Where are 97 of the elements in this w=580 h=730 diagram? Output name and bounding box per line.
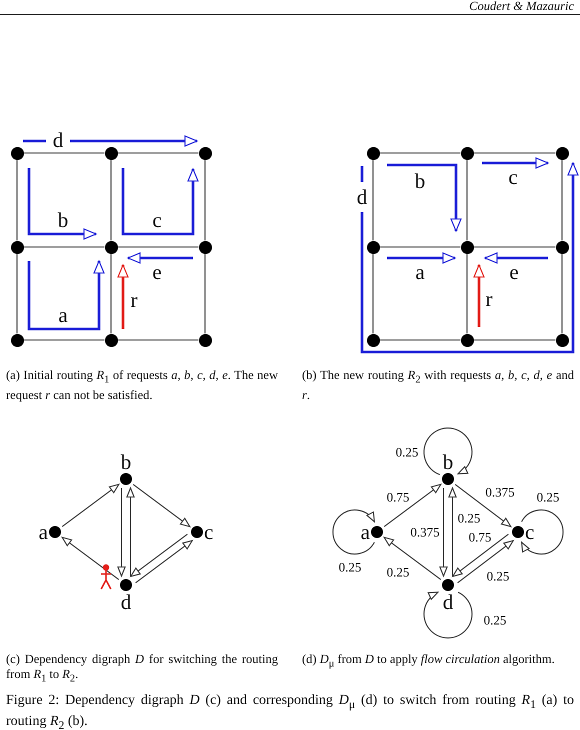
grid-line — [372, 254, 374, 334]
grid-line — [561, 254, 563, 334]
arrow — [135, 540, 193, 584]
arrow — [130, 534, 188, 577]
edge-label: 0.25 — [338, 560, 362, 574]
subfigure-caption: (c) Dependency digraph D for switching the routing from R$_{1}$ to R$_{2}$. — [6, 652, 278, 686]
edge-label: 0.25 — [396, 446, 418, 458]
subfigure-caption: (d) D$_{μ}$ from D to apply flow circulation algorithm. — [302, 652, 556, 672]
route-label: d — [356, 187, 368, 207]
arrow — [384, 536, 442, 580]
arrow — [384, 484, 442, 528]
vertex-dot — [556, 146, 568, 160]
edge-label: 0.25 — [536, 490, 560, 504]
vertex-dot — [104, 240, 118, 254]
grid-line — [24, 152, 104, 154]
subfigure-caption: (b) The new routing R$_{2}$ with requests a, b, c, d, e and r. — [302, 368, 574, 402]
node-label: b — [442, 452, 454, 472]
node-label: c — [525, 522, 534, 542]
grid-line — [118, 339, 198, 341]
edge-label: 0.25 — [484, 614, 506, 626]
arrow — [117, 488, 126, 577]
vertex-dot — [10, 146, 24, 160]
grid-line — [24, 339, 104, 341]
node-label: c — [204, 522, 214, 542]
route-label: c — [152, 210, 162, 230]
route-label: a — [58, 305, 68, 325]
running-header: Coudert & Mazauric — [469, 0, 574, 13]
edge-label: 0.75 — [468, 530, 492, 544]
vertex-dot — [104, 334, 118, 346]
grid-line — [561, 160, 563, 240]
node-label: a — [360, 522, 370, 542]
route-label: e — [509, 262, 519, 282]
arrow — [62, 484, 120, 528]
vertex-dot — [460, 146, 474, 160]
grid-line — [474, 339, 556, 341]
grid-line — [380, 339, 460, 341]
route-label: b — [58, 210, 68, 230]
grid-line — [16, 160, 18, 240]
grid-line — [110, 160, 112, 240]
vertex-dot — [10, 334, 24, 346]
grid-line — [380, 246, 460, 248]
node-label: d — [120, 592, 132, 612]
vertex-dot — [366, 240, 380, 254]
route-label: d — [52, 130, 64, 150]
arrow — [62, 536, 120, 580]
grid-line — [474, 152, 556, 154]
grid-line — [380, 152, 460, 154]
route-label: b — [414, 171, 426, 191]
vertex-dot — [366, 146, 380, 160]
grid-line — [466, 160, 468, 240]
grid-line — [204, 160, 206, 240]
loop-arrow — [423, 428, 472, 476]
node-label: b — [120, 452, 132, 472]
grid-line — [16, 254, 18, 334]
arrow — [439, 488, 448, 577]
loop-arrow — [332, 510, 375, 554]
figure-caption: Figure 2: Dependency digraph D (c) and corresponding D$_{μ}$ (d) to switch from routing R$_{1}$ (a) to routing R$_{2}$ (b). — [6, 692, 574, 730]
vertex-dot — [10, 240, 24, 254]
vertex-dot — [198, 240, 212, 254]
vertex-dot — [556, 240, 568, 254]
subfigure-caption: (a) Initial routing R$_{1}$ of requests a, b, c, d, e. The new request r can not be satisfied. — [6, 368, 278, 402]
grid-line — [110, 254, 112, 334]
grid-line — [118, 152, 198, 154]
edge-label: 0.25 — [458, 512, 480, 524]
vertex-dot — [556, 334, 568, 346]
route-label: r — [130, 290, 138, 310]
route-label: a — [415, 262, 425, 282]
vertex-dot — [366, 334, 380, 346]
loop-arrow — [521, 510, 564, 554]
vertex-dot — [198, 334, 212, 346]
node-label: a — [38, 522, 48, 542]
vertex-dot — [198, 146, 212, 160]
edge-label: 0.75 — [386, 490, 410, 504]
edge-label: 0.375 — [410, 526, 440, 538]
arrow — [457, 540, 514, 584]
route-label: e — [152, 262, 162, 282]
route-label: c — [508, 167, 518, 187]
edge-label: 0.25 — [486, 570, 510, 582]
edge-label: 0.25 — [386, 566, 410, 578]
grid-line — [372, 160, 374, 240]
arrow — [448, 487, 457, 576]
arrow — [454, 484, 512, 528]
edge-label: 0.375 — [485, 486, 515, 498]
route-label: r — [486, 289, 492, 309]
arrow — [452, 534, 509, 577]
vertex-dot — [104, 146, 118, 160]
node-label: d — [442, 592, 454, 612]
grid-line — [474, 246, 556, 248]
vertex-dot — [460, 334, 474, 346]
grid-line — [24, 246, 104, 248]
arrow — [126, 487, 135, 576]
arrow — [132, 484, 190, 528]
grid-line — [118, 246, 198, 248]
grid-line — [466, 254, 468, 334]
grid-line — [204, 254, 206, 334]
vertex-dot — [460, 240, 474, 254]
loop-arrow — [424, 592, 472, 638]
